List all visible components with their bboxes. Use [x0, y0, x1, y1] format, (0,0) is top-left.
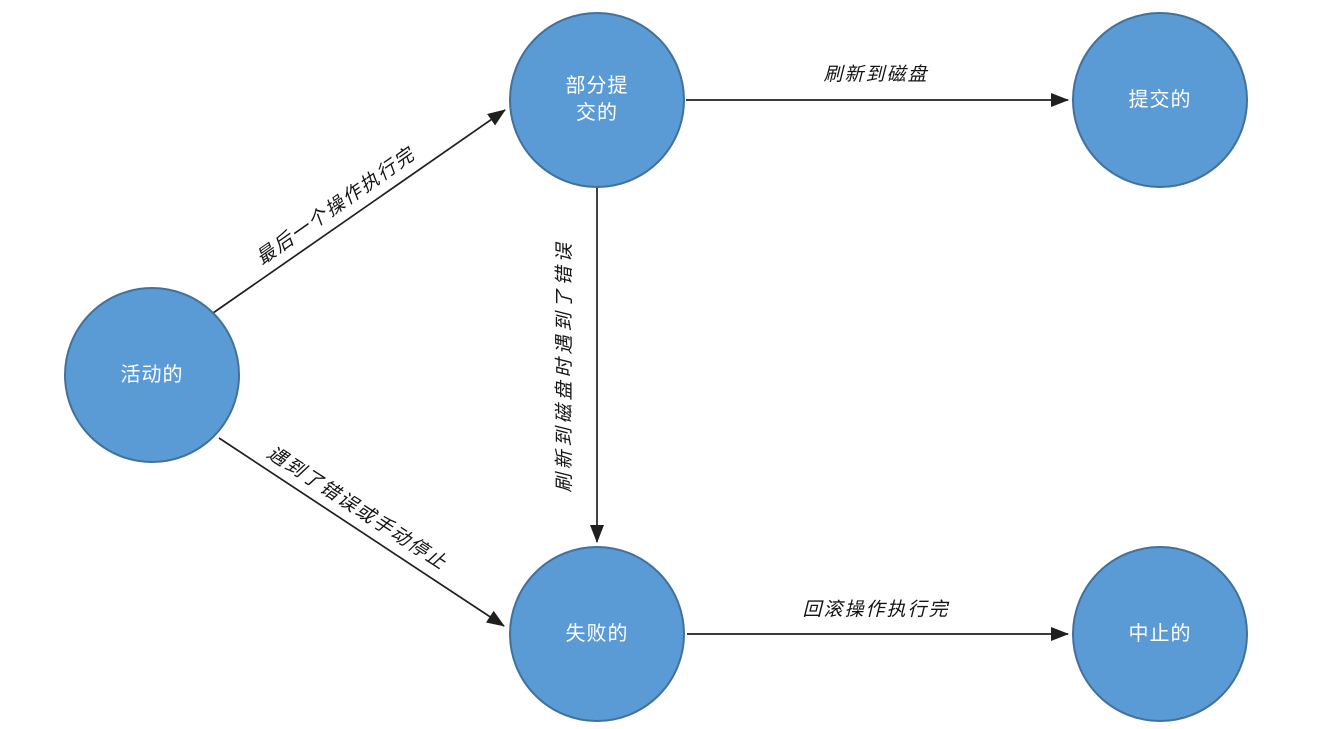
- node-active: 活动的: [64, 287, 240, 463]
- edge-label-rollback-done: 回滚操作执行完: [802, 599, 950, 621]
- node-aborted-label: 中止的: [1128, 622, 1192, 645]
- edge-label-flush-error: 刷新到磁盘时遇到了错误: [554, 239, 576, 493]
- node-committed-label: 提交的: [1128, 88, 1192, 111]
- node-active-label: 活动的: [120, 363, 184, 386]
- node-aborted: 中止的: [1072, 546, 1248, 722]
- edge-active-to-partially-committed: [212, 109, 506, 314]
- node-failed-label: 失败的: [565, 622, 629, 645]
- node-committed: 提交的: [1072, 12, 1248, 188]
- edge-active-to-failed: [218, 437, 505, 627]
- node-partially-committed: 部分提交的: [509, 12, 685, 188]
- node-partially-committed-label: 部分提交的: [565, 75, 629, 124]
- node-failed: 失败的: [509, 546, 685, 722]
- edge-label-flush-to-disk: 刷新到磁盘: [823, 64, 929, 86]
